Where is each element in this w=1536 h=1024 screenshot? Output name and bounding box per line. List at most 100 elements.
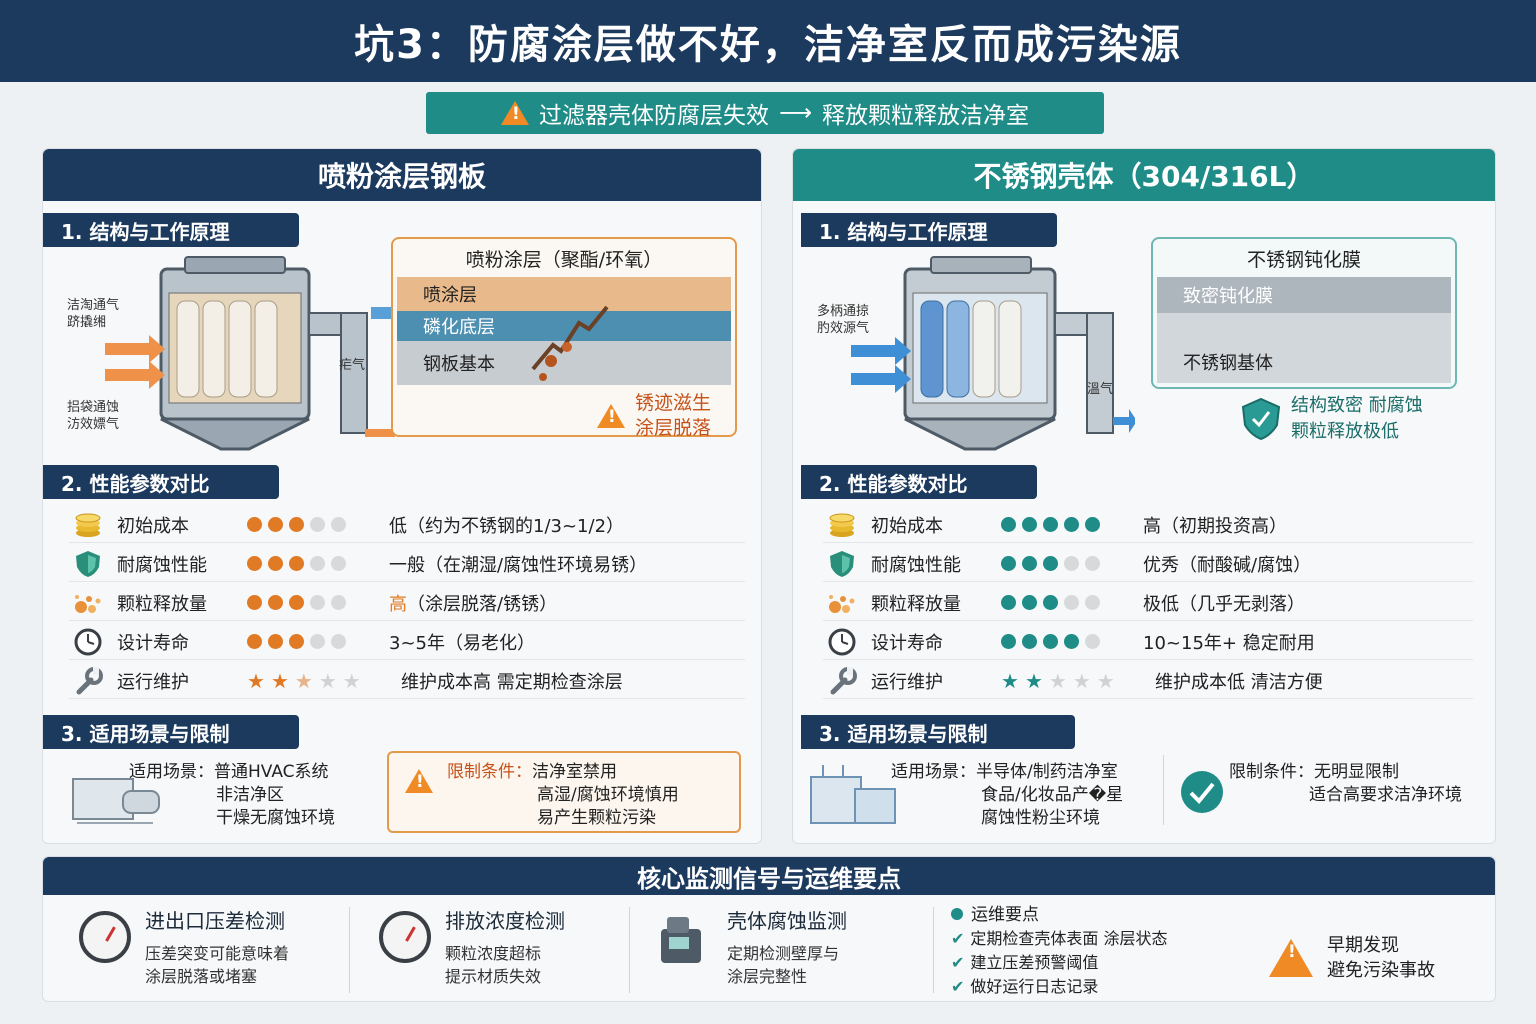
layer-phosphate: 磷化底层 xyxy=(397,311,731,341)
rating-dot xyxy=(247,595,262,610)
param-label: 耐腐蚀性能 xyxy=(871,554,961,576)
hvac-unit-icon xyxy=(72,778,160,824)
rating-dot xyxy=(1001,517,1016,532)
rating-dot xyxy=(1001,595,1016,610)
page-title: 坑3：防腐涂层做不好，洁净室反而成污染源 xyxy=(0,0,1536,82)
star-icon: ★ xyxy=(1024,668,1043,693)
param-value: 优秀（耐酸碱/腐蚀） xyxy=(1143,554,1312,576)
star-icon: ★ xyxy=(1048,668,1067,693)
param-value: 高（初期投资高） xyxy=(1143,515,1287,537)
param-row: 耐腐蚀性能 一般（在潮湿/腐蚀性环境易锈） xyxy=(69,546,745,582)
warning-banner: 过滤器壳体防腐层失效 ⟶ 释放颗粒释放洁净室 xyxy=(426,92,1104,134)
param-label: 耐腐蚀性能 xyxy=(117,554,207,576)
monitor-emission: 排放浓度检测 颗粒浓度超标 提示材质失效 xyxy=(445,909,565,986)
param-row: 初始成本高（初期投资高） xyxy=(823,507,1473,543)
rating-dot xyxy=(247,634,262,649)
rating-dot xyxy=(1064,595,1079,610)
left-section-scenes: 3. 适用场景与限制 xyxy=(43,715,299,749)
rating-dot xyxy=(331,634,346,649)
rating-dot xyxy=(268,556,283,571)
param-label: 运行维护 xyxy=(871,671,943,693)
banner-text-b: 释放颗粒释放洁净室 xyxy=(821,103,1029,129)
rating-dot xyxy=(1043,556,1058,571)
particles-icon xyxy=(69,588,107,618)
rating-dot xyxy=(1064,556,1079,571)
wrench-icon xyxy=(823,666,861,696)
rating-dot xyxy=(1085,634,1100,649)
right-benefit-badge: 结构致密 耐腐蚀 颗粒释放极低 xyxy=(1241,393,1423,445)
left-section-params: 2. 性能参数对比 xyxy=(43,465,279,499)
rating-dot xyxy=(1022,556,1037,571)
check-circle-icon xyxy=(1181,771,1223,813)
param-label: 运行维护 xyxy=(117,671,189,693)
right-panel-header: 不锈钢壳体（304/316L） xyxy=(793,149,1495,201)
monitor-corrosion: 壳体腐蚀监测 定期检测壁厚与 涂层完整性 xyxy=(727,909,847,986)
left-coating-layer-diagram: 喷粉涂层（聚酯/环氧） 喷涂层 磷化底层 钢板基本 锈迹滋生 涂层脱落 xyxy=(391,237,737,439)
cleanroom-equipment-icon xyxy=(810,765,896,824)
param-row: 运行维护★★★★★维护成本低 清洁方便 xyxy=(823,663,1473,699)
warning-icon xyxy=(501,101,529,125)
rating-dot xyxy=(331,556,346,571)
rating-dot xyxy=(1064,517,1079,532)
rating-dot xyxy=(289,634,304,649)
left-limit-box: 限制条件：洁净室禁用 高湿/腐蚀环境慎用 易产生颗粒污染 xyxy=(387,751,741,833)
alert-warning-icon xyxy=(1269,939,1313,977)
star-icon: ★ xyxy=(1072,668,1091,693)
star-icon: ★ xyxy=(270,668,289,693)
rating-dot xyxy=(1022,634,1037,649)
left-section-structure: 1. 结构与工作原理 xyxy=(43,213,299,247)
coins-icon xyxy=(823,510,861,540)
alert-warning-icon xyxy=(597,404,625,428)
param-label: 颗粒释放量 xyxy=(871,593,961,615)
param-row: 初始成本低（约为不锈钢的1/3~1/2） xyxy=(69,507,745,543)
powder-coated-panel: 喷粉涂层钢板 1. 结构与工作原理 洁淘通气跻撬缃 捛袋通蚀汸效嫖气 疟气 喷粉… xyxy=(42,148,762,844)
star-icon: ★ xyxy=(294,668,313,693)
param-label: 设计寿命 xyxy=(871,632,943,654)
rating-dot xyxy=(268,634,283,649)
right-section-scenes: 3. 适用场景与限制 xyxy=(801,715,1075,749)
rating-dot xyxy=(1001,634,1016,649)
rating-dot xyxy=(289,595,304,610)
limit-warning-icon xyxy=(405,769,433,793)
early-detection-alert: 早期发现 避免污染事故 xyxy=(1269,933,1435,983)
param-row: 耐腐蚀性能 优秀（耐酸碱/腐蚀） xyxy=(823,546,1473,582)
left-illus-note-1: 洁淘通气跻撬缃 xyxy=(67,298,120,330)
layer-stainless-base: 不锈钢基体 xyxy=(1157,313,1451,383)
param-value: 一般（在潮湿/腐蚀性环境易锈） xyxy=(389,554,648,576)
left-rust-alert: 锈迹滋生 涂层脱落 xyxy=(597,391,711,441)
param-value: 低（约为不锈钢的1/3~1/2） xyxy=(389,515,625,537)
rating-dot xyxy=(268,595,283,610)
shield-check-icon xyxy=(1241,397,1281,441)
rating-dot xyxy=(289,556,304,571)
right-section-structure: 1. 结构与工作原理 xyxy=(801,213,1057,247)
rating-dot xyxy=(1001,556,1016,571)
left-layer-title: 喷粉涂层（聚酯/环氧） xyxy=(465,249,663,271)
rating-dot xyxy=(331,517,346,532)
param-row: 运行维护★★★★★维护成本高 需定期检查涂层 xyxy=(69,663,745,699)
param-rating: ★★★★★ xyxy=(1001,671,1141,691)
banner-text-a: 过滤器壳体防腐层失效 xyxy=(539,103,769,129)
param-row: 颗粒释放量极低（几乎无剥落） xyxy=(823,585,1473,621)
check-icon: ✔ xyxy=(951,977,965,996)
check-icon: ✔ xyxy=(951,929,965,948)
layer-spray-coat: 喷涂层 xyxy=(397,277,731,311)
banner-arrow: ⟶ xyxy=(779,100,812,126)
param-row: 颗粒释放量高（涂层脱落/锈锈） xyxy=(69,585,745,621)
left-scene-text: 适用场景：普通HVAC系统 非洁净区 干燥无腐蚀环境 xyxy=(129,762,335,828)
rating-dot xyxy=(310,634,325,649)
stainless-steel-panel: 不锈钢壳体（304/316L） 1. 结构与工作原理 多柄通掠肑效源气 溫气 不… xyxy=(792,148,1496,844)
param-rating xyxy=(247,556,387,571)
rating-dot xyxy=(1043,517,1058,532)
wrench-icon xyxy=(69,666,107,696)
shield-icon xyxy=(69,549,107,579)
concentration-gauge-icon xyxy=(379,911,431,963)
rating-dot xyxy=(1064,634,1079,649)
rating-dot xyxy=(1022,517,1037,532)
star-icon: ★ xyxy=(1096,668,1115,693)
right-layer-title: 不锈钢钝化膜 xyxy=(1246,249,1361,271)
rating-dot xyxy=(1085,595,1100,610)
param-rating xyxy=(1001,634,1141,649)
param-label: 设计寿命 xyxy=(117,632,189,654)
monitoring-section: 核心监测信号与运维要点 进出口压差检测 压差突变可能意味着 涂层脱落或堵塞 排放… xyxy=(42,856,1496,1002)
monitor-pressure: 进出口压差检测 压差突变可能意味着 涂层脱落或堵塞 xyxy=(145,909,290,986)
